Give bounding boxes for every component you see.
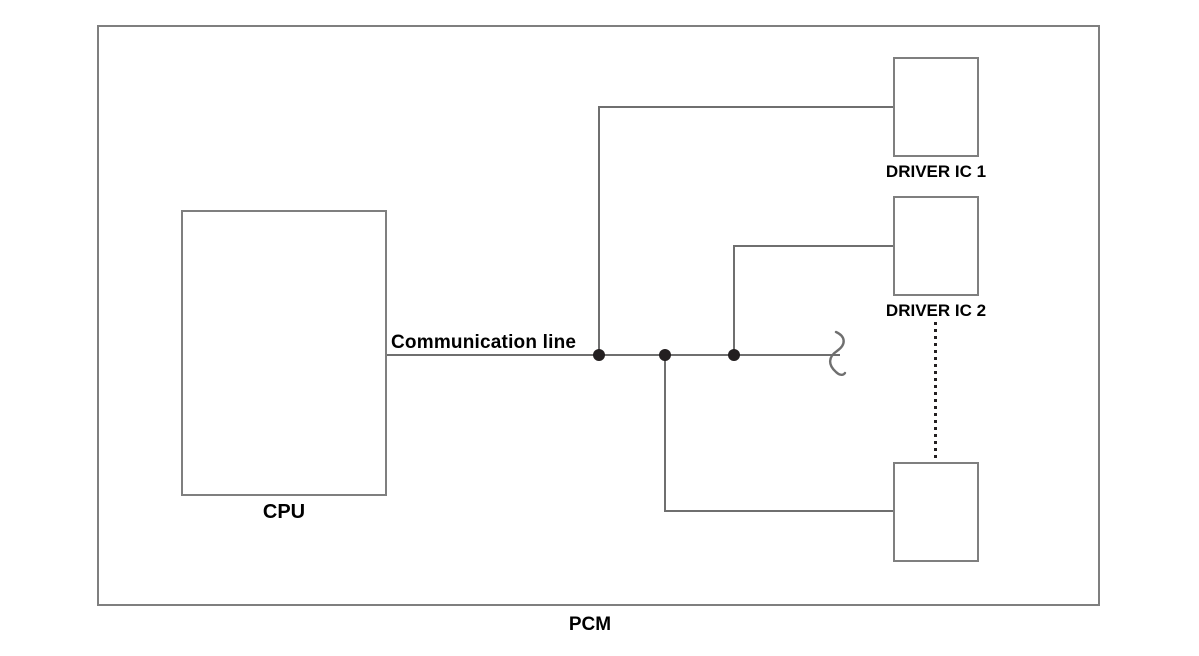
pcm-label: PCM [568,614,612,635]
branch-wire-driver-ic-n-vertical [664,355,666,512]
junction-dot [659,349,671,361]
cpu-label: CPU [262,501,306,523]
branch-wire-driver-ic-2-horizontal [733,245,893,247]
driver-ic-n-box [893,462,979,562]
continuation-dotted-line [934,322,937,458]
driver-ic-1-box [893,57,979,157]
branch-wire-driver-ic-n-horizontal [664,510,893,512]
junction-dot [728,349,740,361]
cpu-box [181,210,387,496]
driver-ic-1-label: DRIVER IC 1 [885,162,987,181]
branch-wire-driver-ic-2-vertical [733,245,735,356]
driver-ic-2-box [893,196,979,296]
communication-line-wire [387,354,840,356]
branch-wire-driver-ic-1-vertical [598,106,600,356]
line-break-icon [828,330,847,376]
junction-dot [593,349,605,361]
communication-line-label: Communication line [391,332,577,353]
driver-ic-2-label: DRIVER IC 2 [885,301,987,320]
branch-wire-driver-ic-1-horizontal [598,106,893,108]
